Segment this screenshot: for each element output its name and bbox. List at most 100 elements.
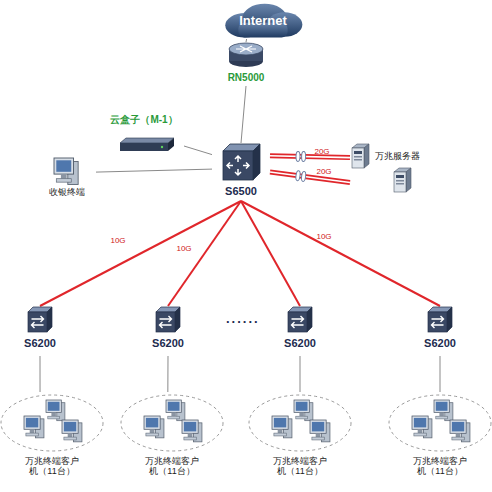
link-group	[168, 201, 241, 306]
cable-line	[96, 169, 212, 172]
bandwidth-label: 20G	[316, 167, 331, 176]
link-group	[270, 151, 350, 161]
cable-line	[246, 39, 248, 42]
access-switch-icon	[288, 307, 312, 332]
bandwidth-label: 20G	[314, 147, 329, 156]
link-group	[440, 356, 441, 392]
fiber-core	[270, 156, 350, 158]
smallswitch-symbol	[155, 306, 181, 333]
access-switch-icon	[28, 307, 52, 332]
arrow-symbol	[432, 316, 444, 328]
node-label: 万兆终端客户机（11台）	[23, 456, 81, 477]
fiber-link	[270, 156, 350, 158]
link-group	[96, 169, 212, 172]
coreswitch-node: S6500	[212, 143, 270, 201]
link-group	[167, 356, 168, 392]
continuation-dots: ......	[226, 311, 260, 326]
servers-node: 万兆服务器	[350, 142, 426, 194]
link-group	[246, 39, 248, 42]
pc-icon	[144, 416, 164, 438]
group-node: 万兆终端客户机（11台）	[0, 392, 104, 488]
node-label: S6200	[144, 337, 192, 350]
smallswitch-node: S6200	[144, 306, 192, 356]
client-group-outline	[389, 395, 491, 451]
link-group	[40, 356, 41, 392]
node-label: 万兆终端客户机（11台）	[143, 456, 201, 477]
pc-icon	[450, 420, 470, 442]
coreswitch-symbol	[221, 143, 261, 181]
link-group	[300, 356, 301, 392]
node-label: 万兆服务器	[368, 151, 426, 161]
bandwidth-label: 10G	[110, 236, 125, 245]
pc-icon	[272, 416, 292, 438]
group-symbol	[388, 392, 492, 454]
cable-line	[184, 146, 212, 155]
smallswitch-node: S6200	[416, 306, 464, 356]
cloud-node: Internet	[222, 3, 304, 39]
pc-icon	[182, 420, 202, 442]
core-switch-icon	[223, 144, 260, 180]
link-group	[241, 86, 246, 143]
smallswitch-symbol	[27, 306, 53, 333]
node-label: RN5000	[220, 72, 272, 84]
pc-node: 收银终端	[38, 156, 96, 202]
router-symbol	[228, 42, 264, 68]
arrow-symbol	[160, 316, 172, 328]
node-label: S6200	[16, 337, 64, 350]
group-node: 万兆终端客户机（11台）	[248, 392, 352, 488]
fiber-ring	[296, 151, 300, 161]
node-label: S6500	[212, 185, 270, 198]
cable-line	[440, 356, 441, 392]
group-symbol	[0, 392, 104, 454]
pc-icon	[166, 400, 185, 421]
client-group-outline	[1, 395, 103, 451]
pc-icon	[54, 158, 78, 184]
smallswitch-node: S6200	[16, 306, 64, 356]
bandwidth-label: 10G	[316, 232, 331, 241]
fiber-ring	[301, 151, 305, 161]
smallswitch-node: S6200	[276, 306, 324, 356]
access-switch-icon	[156, 307, 180, 332]
cloud-box-icon	[120, 138, 174, 151]
client-group-outline	[121, 395, 223, 451]
client-group-outline	[249, 395, 351, 451]
fiber-link	[168, 201, 241, 306]
cable-line	[300, 356, 301, 392]
link-group	[40, 201, 241, 306]
router-node: RN5000	[220, 42, 272, 86]
pc-icon	[294, 400, 313, 421]
pc-icon	[46, 400, 65, 421]
pc-icon	[310, 420, 330, 442]
group-symbol	[120, 392, 224, 454]
group-node: 万兆终端客户机（11台）	[120, 392, 224, 488]
cable-line	[40, 356, 41, 392]
cable-line	[167, 356, 168, 392]
cable-line	[241, 86, 246, 143]
node-label: 云盒子（M-1）	[104, 114, 184, 126]
smallswitch-symbol	[427, 306, 453, 333]
pc-icon	[62, 420, 82, 442]
fiber-core	[270, 172, 350, 183]
link-group	[270, 170, 350, 182]
fiber-link	[270, 172, 350, 183]
fiber-link	[40, 201, 241, 306]
server-icon	[352, 144, 369, 168]
group-node: 万兆终端客户机（11台）	[388, 392, 492, 488]
link-group	[241, 201, 440, 306]
node-label: Internet	[222, 14, 304, 29]
box-symbol	[120, 138, 174, 152]
node-label: S6200	[276, 337, 324, 350]
pc-icon	[434, 400, 453, 421]
router-icon	[229, 43, 263, 67]
servers-symbol	[350, 142, 426, 194]
box-node: 云盒子（M-1）	[104, 114, 184, 154]
link-group	[184, 146, 212, 155]
node-label: S6200	[416, 337, 464, 350]
fiber-link	[241, 201, 440, 306]
fiber-ring	[295, 170, 300, 180]
node-label: 万兆终端客户机（11台）	[271, 456, 329, 477]
pc-icon	[24, 416, 44, 438]
group-symbol	[248, 392, 352, 454]
pc-symbol	[52, 156, 82, 184]
